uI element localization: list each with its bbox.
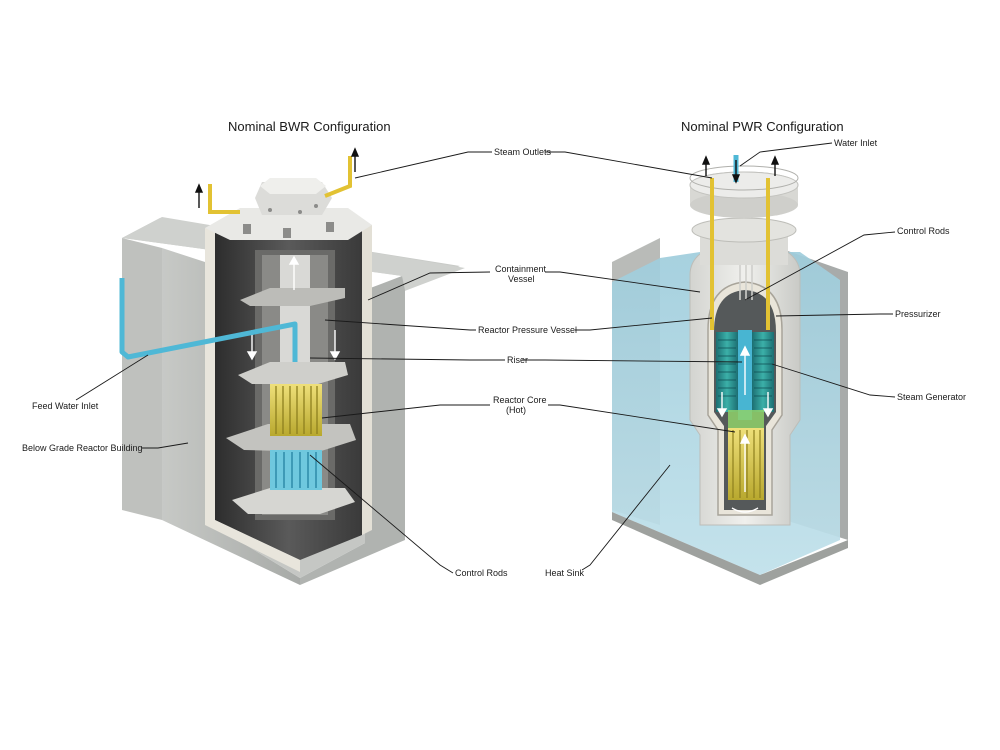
pwr-top-platform-bottom [690, 192, 798, 218]
bwr-top-bolts [243, 204, 334, 238]
label-pressurizer: Pressurizer [895, 309, 941, 319]
bwr-right-wall [300, 276, 405, 585]
bwr-front-wall [162, 248, 300, 585]
label-below-grade-reactor-building: Below Grade Reactor Building [22, 443, 143, 453]
bwr-containment-wall-right [348, 214, 372, 535]
label-riser: Riser [507, 355, 528, 365]
bwr-control-rod-lines [275, 452, 317, 488]
label-heat-sink: Heat Sink [545, 568, 585, 578]
pwr-sg-tubes [718, 339, 772, 397]
label-reactor-core-1: Reactor Core [493, 395, 547, 405]
pwr-title: Nominal PWR Configuration [681, 119, 844, 134]
label-reactor-core-2: (Hot) [506, 405, 526, 415]
pwr-flow-direction-arrows [701, 155, 780, 184]
bwr-feed-water-pipe [119, 278, 298, 362]
label-reactor-pressure-vessel: Reactor Pressure Vessel [478, 325, 577, 335]
bwr-control-rods [270, 450, 322, 490]
bwr-containment-wall [205, 228, 300, 572]
bwr-reactor-core [270, 384, 322, 436]
pwr-railing [689, 165, 799, 191]
pwr-fuel-rods [732, 430, 761, 498]
pwr-floor-slab [612, 512, 848, 585]
label-control-rods-pwr: Control Rods [897, 226, 950, 236]
pwr-top-platform-top [689, 171, 799, 199]
bwr-upper-plate [240, 288, 345, 306]
label-steam-outlets: Steam Outlets [494, 147, 552, 157]
bwr-fuel-rods [275, 386, 318, 434]
leader-lines [75, 142, 896, 574]
bwr-steam-pipe-right [324, 156, 352, 198]
bwr-base-plate [232, 488, 355, 514]
label-water-inlet: Water Inlet [834, 138, 878, 148]
bwr-title: Nominal BWR Configuration [228, 119, 391, 134]
bwr-steam-arrows [194, 147, 360, 208]
pwr-reactor-building [612, 155, 848, 585]
pwr-flow-arrows [716, 345, 774, 513]
bwr-mid-plate [238, 362, 348, 384]
pwr-upper-platform-ring [691, 217, 797, 243]
pwr-core-top-green [728, 410, 764, 428]
bwr-top-cap [260, 178, 326, 194]
bwr-steam-pipe-left [208, 184, 240, 214]
label-feed-water-inlet: Feed Water Inlet [32, 401, 99, 411]
label-containment-vessel-1: Containment [495, 264, 547, 274]
label-steam-generator: Steam Generator [897, 392, 966, 402]
label-containment-vessel-2: Vessel [508, 274, 535, 284]
bwr-lower-plate [226, 424, 356, 452]
label-control-rods-bwr: Control Rods [455, 568, 508, 578]
bwr-left-wall [122, 238, 162, 520]
bwr-reactor-building [119, 147, 465, 585]
